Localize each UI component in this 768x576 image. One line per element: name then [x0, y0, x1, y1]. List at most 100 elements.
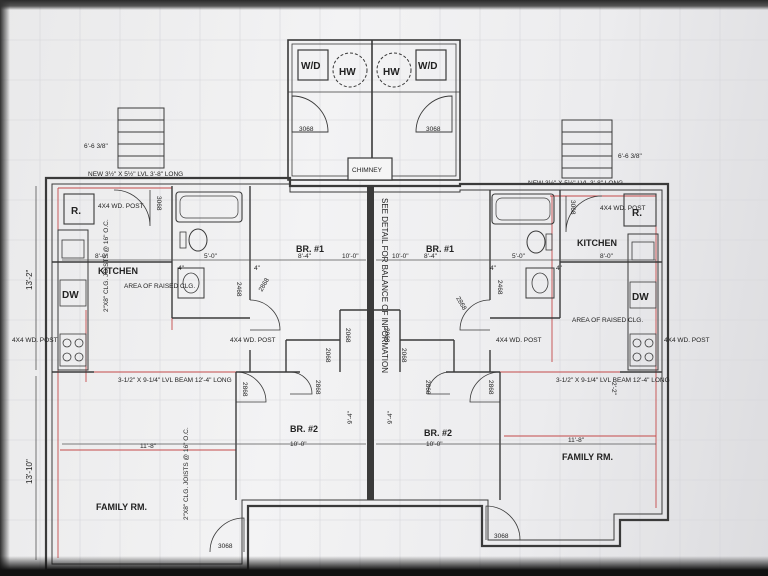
bathtub-left — [175, 191, 243, 223]
dim-13-2: 13'-2" — [25, 269, 34, 290]
burner-right-1 — [632, 338, 642, 348]
sink-right — [531, 272, 549, 294]
burner-right-4 — [644, 352, 654, 362]
burner-left-3 — [62, 352, 72, 362]
door-2868-right: 2868 — [454, 296, 467, 312]
laundry-door-swing-left — [291, 95, 329, 133]
burner-left-4 — [74, 352, 84, 362]
joists-family: 2"X8" CLG. JOISTS @ 16" O.C. — [183, 427, 190, 520]
br1-left-label: BR. #1 — [296, 244, 324, 254]
dim-4-b: 4" — [254, 265, 261, 272]
closet-2068-left: 2068 — [344, 328, 351, 343]
bathtub-left-inner — [179, 195, 239, 219]
raised-left-label: AREA OF RAISED CLG. — [124, 283, 195, 290]
dw-left-label: DW — [62, 290, 79, 301]
burner-left-2 — [74, 338, 84, 348]
dim-2-2: 2'-2" — [610, 382, 617, 396]
dim-right-top: 6'-6 3/8" — [618, 153, 642, 160]
closet-door-left — [289, 371, 313, 395]
br2-door-left — [235, 371, 267, 403]
closet-2868-right: 2868 — [424, 380, 431, 395]
vanity-left — [177, 267, 205, 299]
washer-dryer-left — [297, 49, 329, 81]
party-wall — [367, 186, 374, 500]
dim-5-0-right: 5'-0" — [512, 253, 526, 260]
vanity-right — [525, 267, 555, 299]
wd-left-label: W/D — [301, 61, 320, 72]
toilet-right — [526, 230, 546, 254]
laundry-door-swing-right — [415, 95, 453, 133]
dim-10-0-low-left: 10'-0" — [290, 441, 307, 448]
post-right-top: 4X4 WD. POST — [600, 205, 646, 212]
br1-door-left — [249, 299, 281, 331]
dim-9-4-left: 9'-4" — [347, 410, 354, 424]
br2-right-label: BR. #2 — [424, 428, 452, 438]
stair-right — [561, 119, 613, 179]
dim-left-top: 6'-6 3/8" — [84, 143, 108, 150]
dim-8-0-left: 8'-0" — [95, 253, 109, 260]
dim-11-8-right: 11'-8" — [568, 437, 585, 444]
range-left — [59, 333, 87, 367]
exterior-walls — [44, 176, 670, 572]
joists-left: 2"X8" CLG. JOISTS @ 16" O.C. — [103, 219, 110, 312]
dim-10-0-low-right: 10'-0" — [426, 441, 443, 448]
br2-door-right — [469, 371, 501, 403]
entry-door-left — [113, 189, 151, 227]
door-2868-low-left: 2868 — [241, 382, 248, 397]
post-wall-right: 4X4 WD. POST — [664, 337, 710, 344]
toilet-left — [188, 228, 208, 252]
door-bottom-left-label: 3068 — [218, 543, 233, 550]
beam-left-note: NEW 3½" X 5½" LVL 3'-8" LONG — [88, 170, 183, 178]
laundry-door-right-label: 3068 — [426, 126, 441, 133]
family-left-label: FAMILY RM. — [96, 502, 147, 512]
dim-5-0-left: 5'-0" — [204, 253, 218, 260]
range-right — [629, 333, 657, 367]
beam-mid-right: 3-1/2" X 9-1/4" LVL BEAM 12'-4" LONG — [556, 377, 670, 384]
water-heater-left — [332, 52, 368, 88]
hw-left-label: HW — [339, 67, 356, 78]
dim-9-4-right: 9'-4" — [387, 410, 394, 424]
dim-13-10: 13'-10" — [25, 459, 34, 484]
photo-bottom-shadow — [0, 556, 768, 576]
beam-mid-left: 3-1/2" X 9-1/4" LVL BEAM 12'-4" LONG — [118, 377, 232, 384]
raised-right-label: AREA OF RAISED CLG. — [572, 317, 643, 324]
dishwasher-right — [629, 281, 657, 309]
dim-11-8-left: 11'-8" — [140, 443, 157, 450]
photo-top-shadow — [0, 0, 768, 10]
fridge-right — [623, 193, 657, 227]
see-detail-note: SEE DETAIL FOR BALANCE OF INFORMATION — [380, 198, 389, 373]
dimension-lines — [35, 186, 656, 560]
br1-right-label: BR. #1 — [426, 244, 454, 254]
closet-2868-left: 2868 — [314, 380, 321, 395]
door-2868-left: 2868 — [258, 277, 271, 293]
door-2468-left: 2468 — [235, 282, 242, 297]
dim-10-0-right: 10'-0" — [392, 253, 409, 260]
door-bottom-right-label: 3068 — [494, 533, 509, 540]
family-right-label: FAMILY RM. — [562, 452, 613, 462]
kitchen-sink-right — [631, 241, 655, 261]
chimney — [347, 157, 393, 181]
closet-2068-right-2: 2068 — [400, 348, 407, 363]
wd-right-label: W/D — [418, 61, 437, 72]
photo-left-shadow — [0, 0, 10, 576]
sink-left — [182, 272, 200, 294]
dim-8-4-left: 8'-4" — [298, 253, 312, 260]
entry-door-right-label: 3068 — [569, 200, 576, 215]
burner-right-2 — [644, 338, 654, 348]
interior-walls — [52, 186, 662, 500]
fridge-left-label: R. — [71, 206, 81, 217]
fridge-right-label: R. — [632, 208, 642, 219]
post-left-top: 4X4 WD. POST — [98, 203, 144, 210]
family-door-left — [209, 517, 245, 553]
dim-8-0-right: 8'-0" — [600, 253, 614, 260]
door-2468-right: 2468 — [496, 280, 503, 295]
br2-left-label: BR. #2 — [290, 424, 318, 434]
washer-dryer-right — [415, 49, 447, 81]
entry-door-left-label: 3068 — [155, 196, 162, 211]
toilet-tank-left — [179, 231, 187, 249]
burner-right-3 — [632, 352, 642, 362]
kitchen-right-label: KITCHEN — [577, 238, 617, 248]
red-frame-lines — [57, 187, 657, 558]
exterior-walls-inner — [51, 183, 663, 565]
chimney-label: CHIMNEY — [352, 167, 383, 174]
